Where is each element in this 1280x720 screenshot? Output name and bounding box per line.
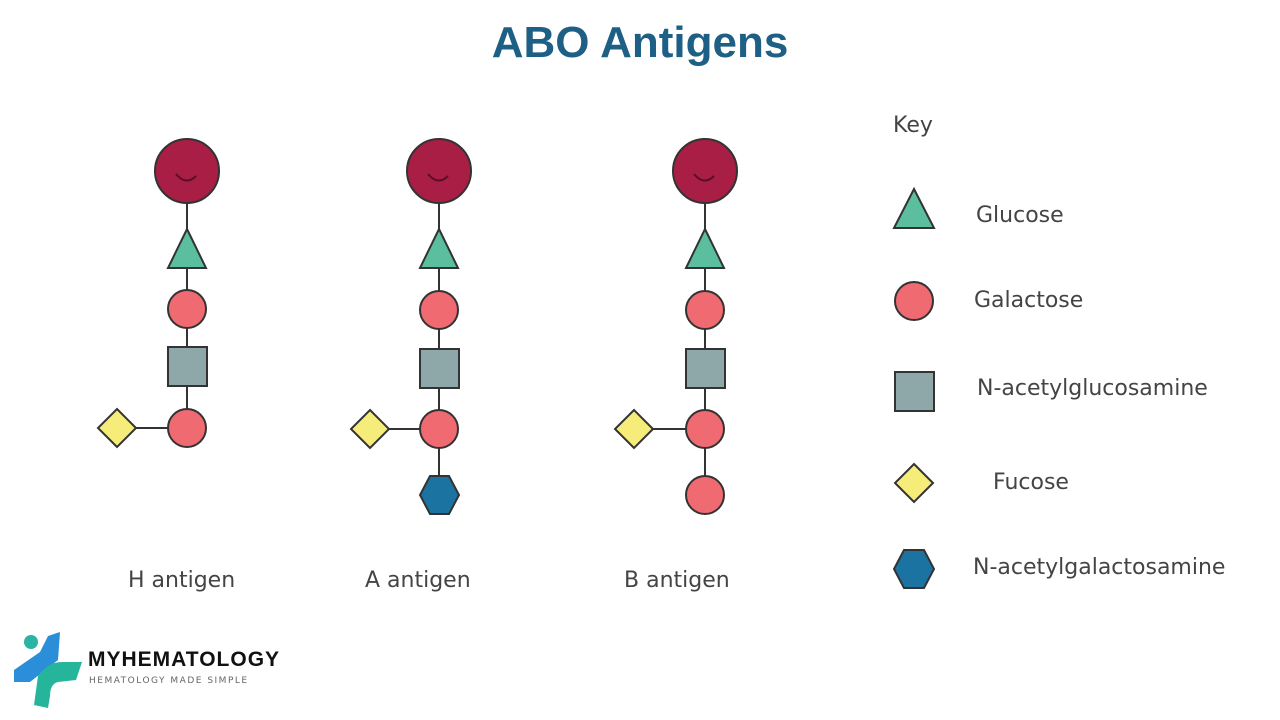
galactose-circle bbox=[419, 290, 459, 330]
glcnac-square bbox=[167, 346, 208, 387]
glcnac-square bbox=[419, 348, 460, 389]
key-label-fucose: Fucose bbox=[993, 470, 1069, 495]
key-triangle-icon bbox=[892, 186, 936, 229]
a-antigen-label: A antigen bbox=[365, 568, 471, 593]
key-hexagon-icon bbox=[892, 549, 936, 589]
key-symbols bbox=[892, 186, 936, 589]
key-square-icon bbox=[894, 371, 935, 412]
ceramide-circle bbox=[672, 138, 738, 204]
galactose-circle bbox=[419, 409, 459, 449]
fucose-diamond bbox=[96, 407, 138, 449]
a-antigen-chain bbox=[349, 138, 472, 515]
key-diamond-icon bbox=[893, 462, 935, 504]
galactose-circle bbox=[167, 289, 207, 329]
h-antigen-chain bbox=[96, 138, 220, 449]
fucose-diamond bbox=[613, 408, 655, 450]
key-label-galnac: N-acetylgalactosamine bbox=[973, 555, 1226, 580]
page-title: ABO Antigens bbox=[491, 18, 789, 67]
glucose-triangle bbox=[684, 226, 726, 269]
logo-tagline: HEMATOLOGY MADE SIMPLE bbox=[89, 676, 249, 686]
logo-name: MYHEMATOLOGY bbox=[88, 648, 281, 671]
logo-mark bbox=[14, 632, 82, 708]
key-label-glucose: Glucose bbox=[976, 203, 1064, 228]
galactose-circle bbox=[685, 290, 725, 330]
key-label-glcnac: N-acetylglucosamine bbox=[977, 376, 1208, 401]
galactose-circle bbox=[167, 408, 207, 448]
b-antigen-chain bbox=[613, 138, 738, 515]
key-circle-icon bbox=[894, 281, 934, 321]
glucose-triangle bbox=[418, 226, 460, 269]
glucose-triangle bbox=[166, 226, 208, 269]
galnac-hexagon bbox=[418, 475, 461, 515]
fucose-diamond bbox=[349, 408, 391, 450]
ceramide-circle bbox=[154, 138, 220, 204]
h-antigen-label: H antigen bbox=[128, 568, 236, 593]
ceramide-circle bbox=[406, 138, 472, 204]
b-antigen-label: B antigen bbox=[624, 568, 730, 593]
key-label-galactose: Galactose bbox=[974, 288, 1084, 313]
glcnac-square bbox=[685, 348, 726, 389]
galactose-circle bbox=[685, 409, 725, 449]
key-heading: Key bbox=[893, 113, 933, 138]
galactose-circle bbox=[685, 475, 725, 515]
